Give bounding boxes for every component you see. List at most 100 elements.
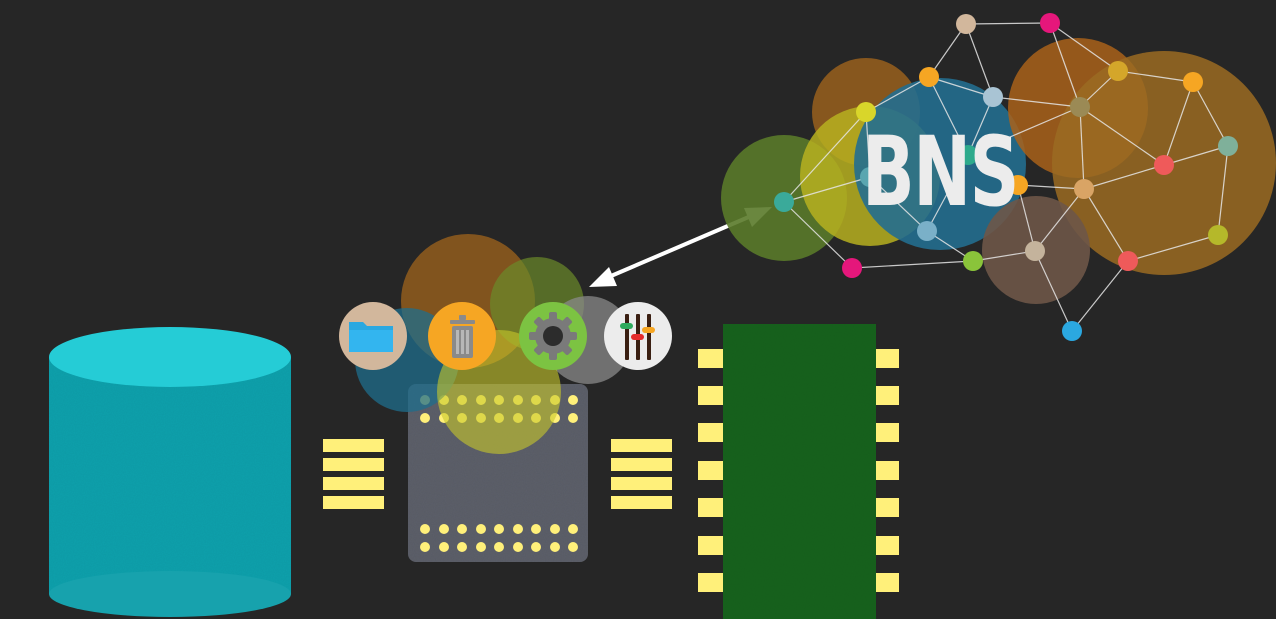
chip-pin (476, 524, 486, 534)
chip-pin (420, 413, 430, 423)
network-node (1025, 241, 1045, 261)
network-edge (1163, 145, 1229, 166)
board-pin-left (698, 423, 723, 442)
board-pin-left (698, 349, 723, 368)
network-edge (865, 111, 871, 178)
trash-icon[interactable] (428, 302, 496, 370)
network-edge (783, 201, 853, 269)
network-edge (1117, 70, 1194, 83)
board-pin-left (698, 461, 723, 480)
chip-pin (513, 542, 523, 552)
network-edge (1034, 250, 1073, 332)
network-node (1108, 61, 1128, 81)
network-node (1074, 179, 1094, 199)
chip-pin (568, 542, 578, 552)
chip-pin (568, 524, 578, 534)
network-edge (1049, 22, 1119, 72)
network-edge (1083, 188, 1129, 262)
chip-pin (531, 542, 541, 552)
board-pin-right (876, 573, 899, 592)
sliders-icon[interactable] (604, 302, 672, 370)
database-cylinder (49, 327, 291, 617)
chip-pin (494, 524, 504, 534)
network-edge (783, 111, 867, 203)
chip-pin (513, 524, 523, 534)
chip-pin (439, 524, 449, 534)
chip-pin (476, 542, 486, 552)
circuit-board (698, 324, 899, 619)
chip-pin (550, 524, 560, 534)
chip-pin (550, 542, 560, 552)
network-edge (1192, 81, 1229, 147)
bns-logo-text: BNS (862, 116, 1019, 228)
gear-icon[interactable] (519, 302, 587, 370)
network-node (917, 221, 937, 241)
board-pin-right (876, 349, 899, 368)
network-node (1118, 251, 1138, 271)
network-edge (967, 96, 994, 156)
network-edge (928, 23, 967, 78)
network-node (919, 67, 939, 87)
network-edge (1017, 184, 1036, 252)
network-edge (965, 22, 1051, 25)
folder-icon[interactable] (339, 302, 407, 370)
board-pin-right (876, 423, 899, 442)
chip-pin (457, 542, 467, 552)
network-node (1208, 225, 1228, 245)
network-edge (1163, 81, 1194, 166)
network-edge (967, 106, 1081, 156)
board-pin-left (698, 498, 723, 517)
network-edge (869, 176, 928, 232)
network-nodes (774, 13, 1238, 341)
network-edge (965, 23, 994, 98)
network-edge (1079, 106, 1085, 190)
chip-pin (531, 524, 541, 534)
board-pin-right (876, 498, 899, 517)
board-pin-right (876, 386, 899, 405)
network-edge (1083, 164, 1165, 190)
network-edge (1017, 184, 1085, 190)
board-pin-left (698, 536, 723, 555)
network-edges (783, 22, 1229, 332)
network-node (856, 102, 876, 122)
board-pin-left (698, 573, 723, 592)
chip-pin (568, 395, 578, 405)
network-node (1070, 97, 1090, 117)
network-node (983, 87, 1003, 107)
network-edge (992, 96, 1081, 108)
connector-left (323, 439, 384, 509)
network-edge (972, 250, 1036, 262)
network-node (958, 145, 978, 165)
chip-pin (494, 542, 504, 552)
network-edge (1079, 106, 1165, 166)
board-pin-right (876, 536, 899, 555)
chip-pin (568, 413, 578, 423)
network-node (842, 258, 862, 278)
network-node (860, 167, 880, 187)
chip-pin (439, 542, 449, 552)
network-edge (928, 76, 969, 156)
network-edge (1217, 145, 1229, 236)
network-edge (851, 260, 974, 269)
network-edge (1034, 188, 1085, 252)
board-pin-left (698, 386, 723, 405)
network-edge (926, 154, 969, 232)
network-edge (1049, 22, 1081, 108)
chip-pin (420, 524, 430, 534)
network-node (956, 14, 976, 34)
board-pin-right (876, 461, 899, 480)
network-node (774, 192, 794, 212)
network-node (963, 251, 983, 271)
chip-pin (457, 524, 467, 534)
network-edge (1071, 260, 1129, 332)
network-edge (1127, 234, 1219, 262)
network-edge (783, 176, 871, 203)
connector-right (611, 439, 672, 509)
chip-pin (420, 542, 430, 552)
network-node (1062, 321, 1082, 341)
network-node (1040, 13, 1060, 33)
network-edge (928, 76, 994, 98)
network-node (1183, 72, 1203, 92)
network-node (1218, 136, 1238, 156)
